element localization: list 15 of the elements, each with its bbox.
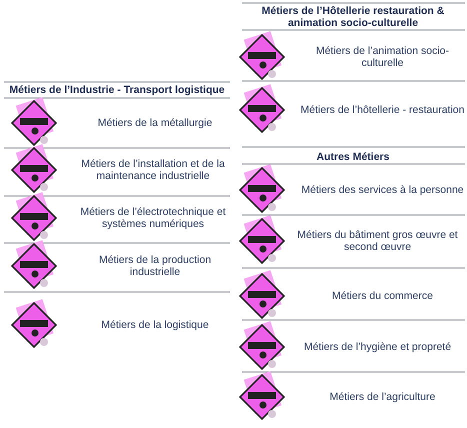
job-category-text: Métiers de l’hôtellerie - restauration (300, 104, 465, 116)
job-category-text: Métiers de la production industrielle (98, 254, 212, 278)
job-category-text: Métiers de l’hygiène et propreté (302, 341, 452, 353)
job-category-text: Métiers de l’animation socio-culturelle (314, 45, 450, 69)
section-heading: Métiers de l’Industrie - Transport logistique (8, 84, 226, 96)
job-category-text: Métiers du commerce (331, 290, 434, 302)
job-category-text: Métiers de la métallurgie (96, 117, 214, 129)
section-heading: Autres Métiers (316, 151, 390, 163)
job-category-text: Métiers de la logistique (100, 319, 210, 331)
job-category-text: Métiers de l’installation et de la maintenance industrielle (80, 158, 226, 182)
job-category-text: Métiers des services à la personne (300, 184, 465, 196)
job-category-text: Métiers du bâtiment gros œuvre et second œuvre (296, 229, 459, 253)
job-category-text: Métiers de l’agriculture (328, 391, 436, 403)
job-category-text: Métiers de l’électrotechnique et systèmes numériques (79, 206, 227, 230)
section-heading: Métiers de l’Hôtellerie restauration & animation socio-culturelle (260, 5, 446, 29)
